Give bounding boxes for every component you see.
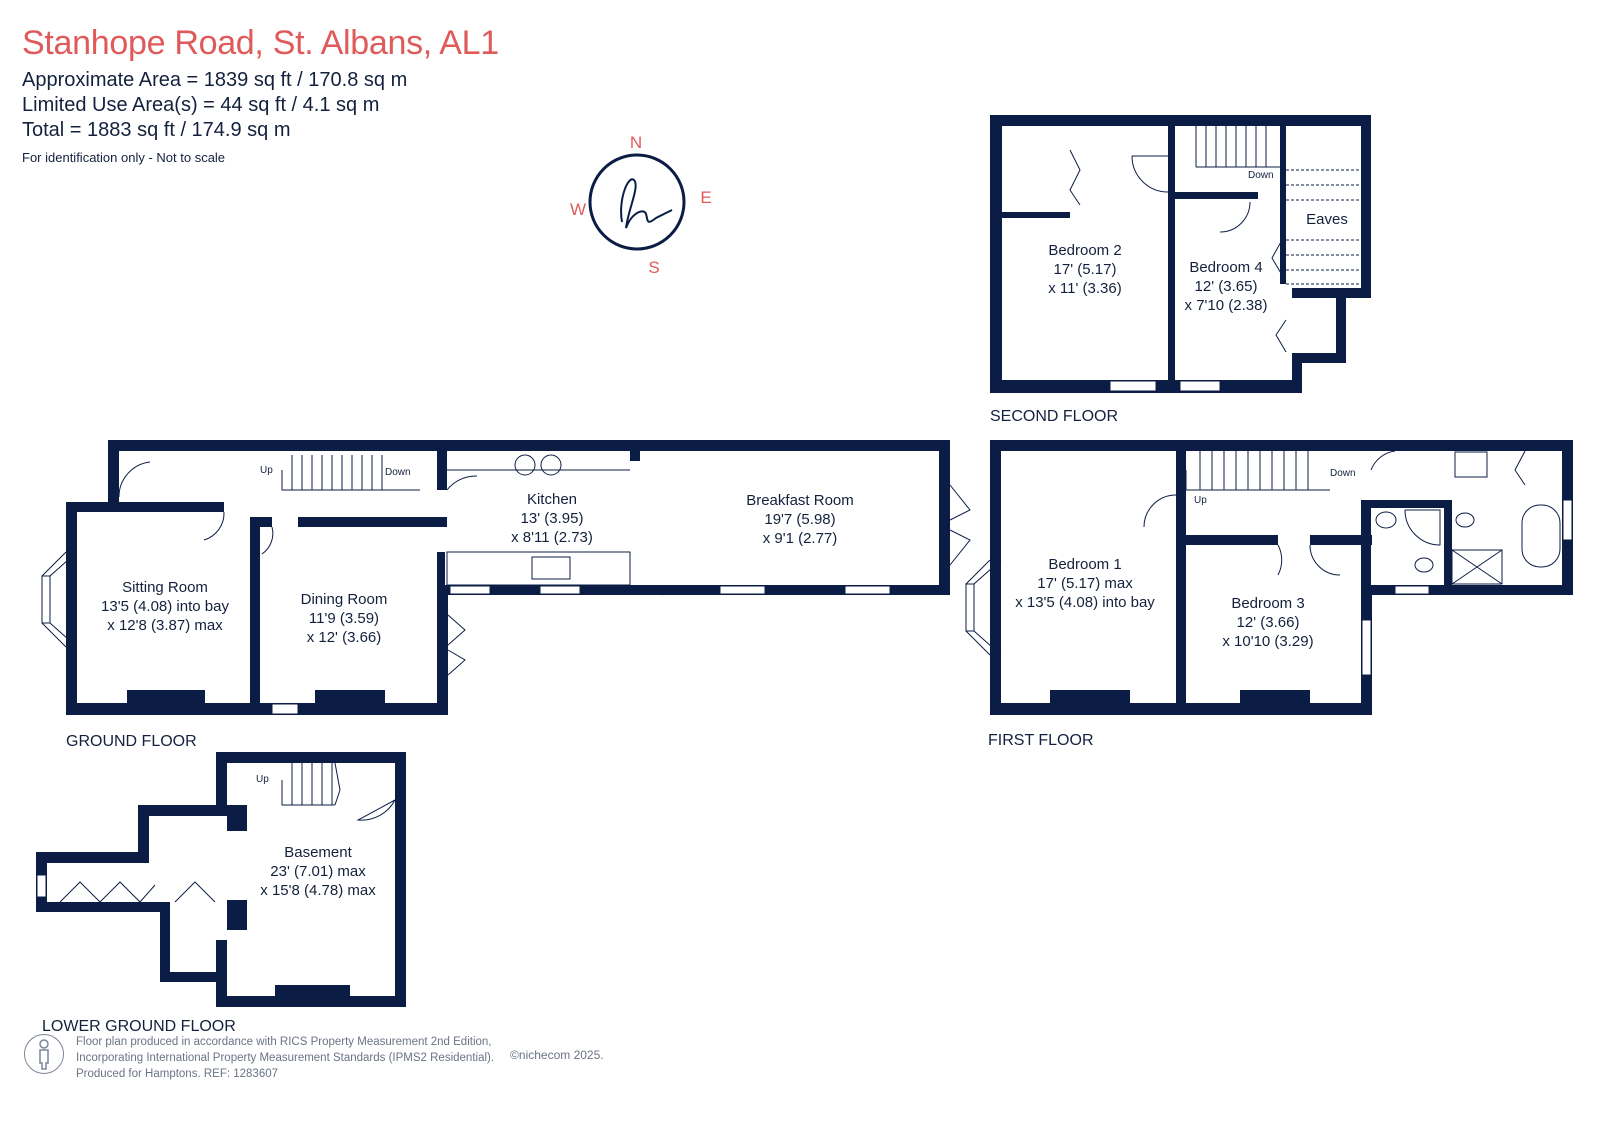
kitchen-length: 13' (3.95): [521, 510, 584, 527]
footer-line-1: Floor plan produced in accordance with R…: [76, 1036, 492, 1048]
bedroom3-length: 12' (3.66): [1237, 614, 1300, 631]
first-stair-down-label: Down: [1330, 468, 1356, 479]
first-floor-label: FIRST FLOOR: [988, 732, 1094, 749]
second-floor-plan: Down Eaves Bedroom 2 17' (5.17) x 11' (3…: [990, 115, 1371, 425]
sitting-name: Sitting Room: [122, 579, 208, 596]
first-stair-up-label: Up: [1194, 495, 1207, 506]
bedroom3-name: Bedroom 3: [1231, 595, 1304, 612]
compass-icon: N E S W: [570, 133, 712, 277]
total-area: Total = 1883 sq ft / 174.9 sq m: [22, 119, 291, 141]
second-floor-label: SECOND FLOOR: [990, 408, 1118, 425]
footer-line-2: Incorporating International Property Mea…: [76, 1052, 495, 1064]
footer-line-3: Produced for Hamptons. REF: 1283607: [76, 1068, 279, 1080]
lower-stair-up-label: Up: [256, 774, 269, 785]
brand-mark: ©nichecom 2025.: [510, 1048, 604, 1062]
page-title: Stanhope Road, St. Albans, AL1: [22, 24, 499, 62]
bedroom3-width: x 10'10 (3.29): [1222, 633, 1313, 650]
disclaimer: For identification only - Not to scale: [22, 150, 226, 165]
sitting-length: 13'5 (4.08) into bay: [101, 598, 229, 615]
limited-use-area: Limited Use Area(s) = 44 sq ft / 4.1 sq …: [22, 94, 380, 116]
footer: Floor plan produced in accordance with R…: [24, 1034, 604, 1082]
compass-n: N: [630, 133, 642, 152]
header: Stanhope Road, St. Albans, AL1 Approxima…: [22, 24, 499, 165]
bedroom2-width: x 11' (3.36): [1048, 280, 1121, 297]
bedroom1-name: Bedroom 1: [1048, 556, 1121, 573]
bedroom1-length: 17' (5.17) max: [1037, 575, 1133, 592]
compass-e: E: [700, 188, 711, 207]
breakfast-name: Breakfast Room: [746, 492, 854, 509]
bedroom2-length: 17' (5.17): [1054, 261, 1117, 278]
footer-text: Floor plan produced in accordance with R…: [76, 1034, 494, 1082]
bedroom1-width: x 13'5 (4.08) into bay: [1015, 594, 1155, 611]
ground-stair-down-label: Down: [385, 467, 411, 478]
dining-name: Dining Room: [301, 591, 388, 608]
lower-ground-floor-label: LOWER GROUND FLOOR: [42, 1018, 236, 1035]
bedroom4-length: 12' (3.65): [1195, 278, 1258, 295]
breakfast-length: 19'7 (5.98): [764, 511, 835, 528]
approximate-area: Approximate Area = 1839 sq ft / 170.8 sq…: [22, 69, 408, 91]
stair-down-label: Down: [1248, 170, 1274, 181]
lower-ground-floor-plan: Up Basement 23' (7.01) max x 15'8 (4.78)…: [36, 752, 406, 1035]
dining-length: 11'9 (3.59): [309, 610, 379, 627]
dining-width: x 12' (3.66): [307, 629, 382, 646]
ground-floor-plan: Up Down Kitchen 13' (3.95) x 8'11 (2.73)…: [41, 440, 971, 750]
bedroom2-name: Bedroom 2: [1048, 242, 1121, 259]
basement-name: Basement: [284, 844, 352, 861]
sitting-width: x 12'8 (3.87) max: [107, 617, 223, 634]
kitchen-width: x 8'11 (2.73): [511, 529, 593, 546]
basement-length: 23' (7.01) max: [270, 863, 366, 880]
breakfast-width: x 9'1 (2.77): [763, 530, 838, 547]
compass-s: S: [648, 258, 659, 277]
person-icon: [24, 1034, 64, 1074]
bedroom4-width: x 7'10 (2.38): [1185, 297, 1268, 314]
ground-floor-label: GROUND FLOOR: [66, 733, 197, 750]
eaves-label: Eaves: [1306, 211, 1348, 228]
kitchen-name: Kitchen: [527, 491, 577, 508]
first-floor-plan: Up Down Bedroom 1 17' (5.17) max x 13'5 …: [965, 440, 1573, 749]
ground-stair-up-label: Up: [260, 465, 273, 476]
bedroom4-name: Bedroom 4: [1189, 259, 1262, 276]
compass-w: W: [570, 200, 586, 219]
basement-width: x 15'8 (4.78) max: [260, 882, 376, 899]
